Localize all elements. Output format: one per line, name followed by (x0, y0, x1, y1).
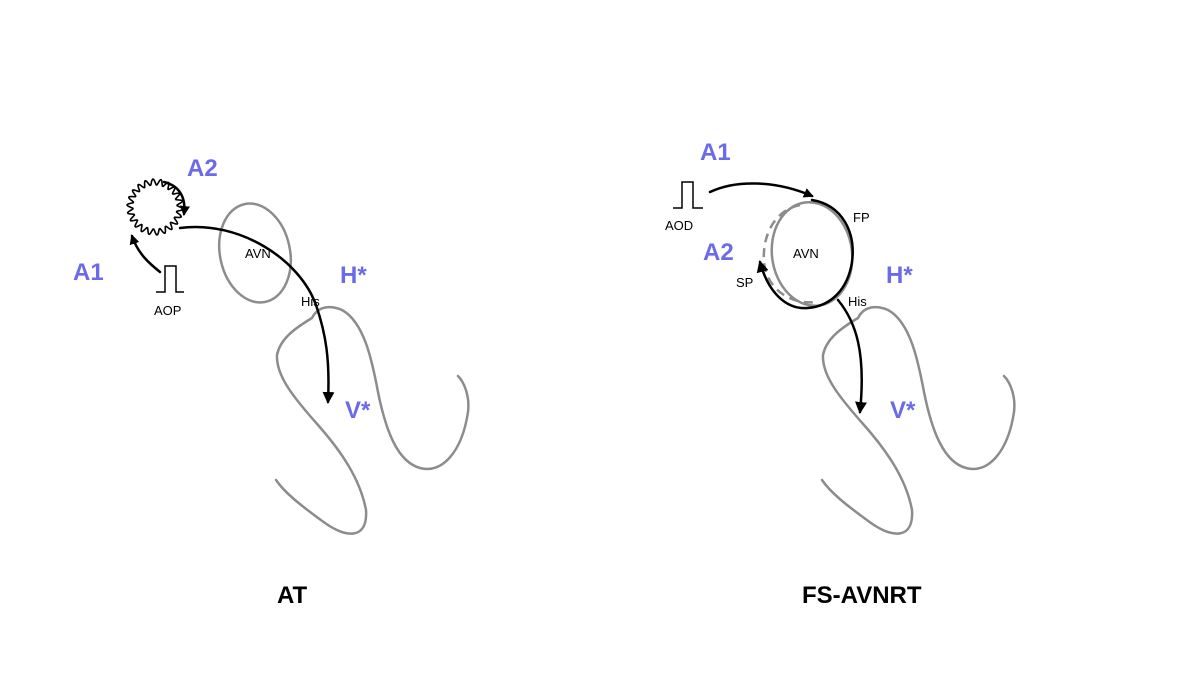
panel-title: AT (277, 582, 308, 609)
panel-at: A2 A1 H* V* AVN His AOP AT (73, 155, 470, 609)
label-fp: FP (853, 210, 870, 225)
a1-arrow (129, 234, 162, 274)
ventricle-outline (820, 305, 1016, 535)
label-pacing: AOP (154, 303, 181, 318)
label-v: V* (890, 397, 916, 424)
conduction-arrow (178, 225, 335, 404)
label-his: His (301, 294, 320, 309)
panel-title: FS-AVNRT (802, 582, 922, 609)
panel-fs-avnrt: A1 A2 H* V* AVN His FP SP AOD FS-AVNRT (665, 139, 1016, 609)
label-avn: AVN (793, 246, 819, 261)
conduction-arrow (836, 298, 867, 414)
slow-pathway-dashed (762, 203, 816, 304)
label-a2: A2 (187, 155, 218, 182)
label-a1: A1 (73, 259, 104, 286)
fast-pathway-arrow (756, 198, 854, 310)
label-pacing: AOD (665, 218, 693, 233)
label-avn: AVN (245, 246, 271, 261)
avn-ellipse (217, 202, 293, 304)
label-a1: A1 (700, 139, 731, 166)
a2-arrow (162, 180, 190, 216)
pacing-pulse-icon (156, 265, 184, 293)
label-h: H* (340, 262, 367, 289)
ventricle-outline (274, 305, 470, 535)
label-v: V* (345, 397, 371, 424)
label-a2: A2 (703, 239, 734, 266)
a1-arrow (708, 182, 814, 198)
label-sp: SP (736, 275, 753, 290)
pacing-pulse-icon (673, 181, 703, 209)
label-h: H* (886, 262, 913, 289)
label-his: His (848, 294, 867, 309)
